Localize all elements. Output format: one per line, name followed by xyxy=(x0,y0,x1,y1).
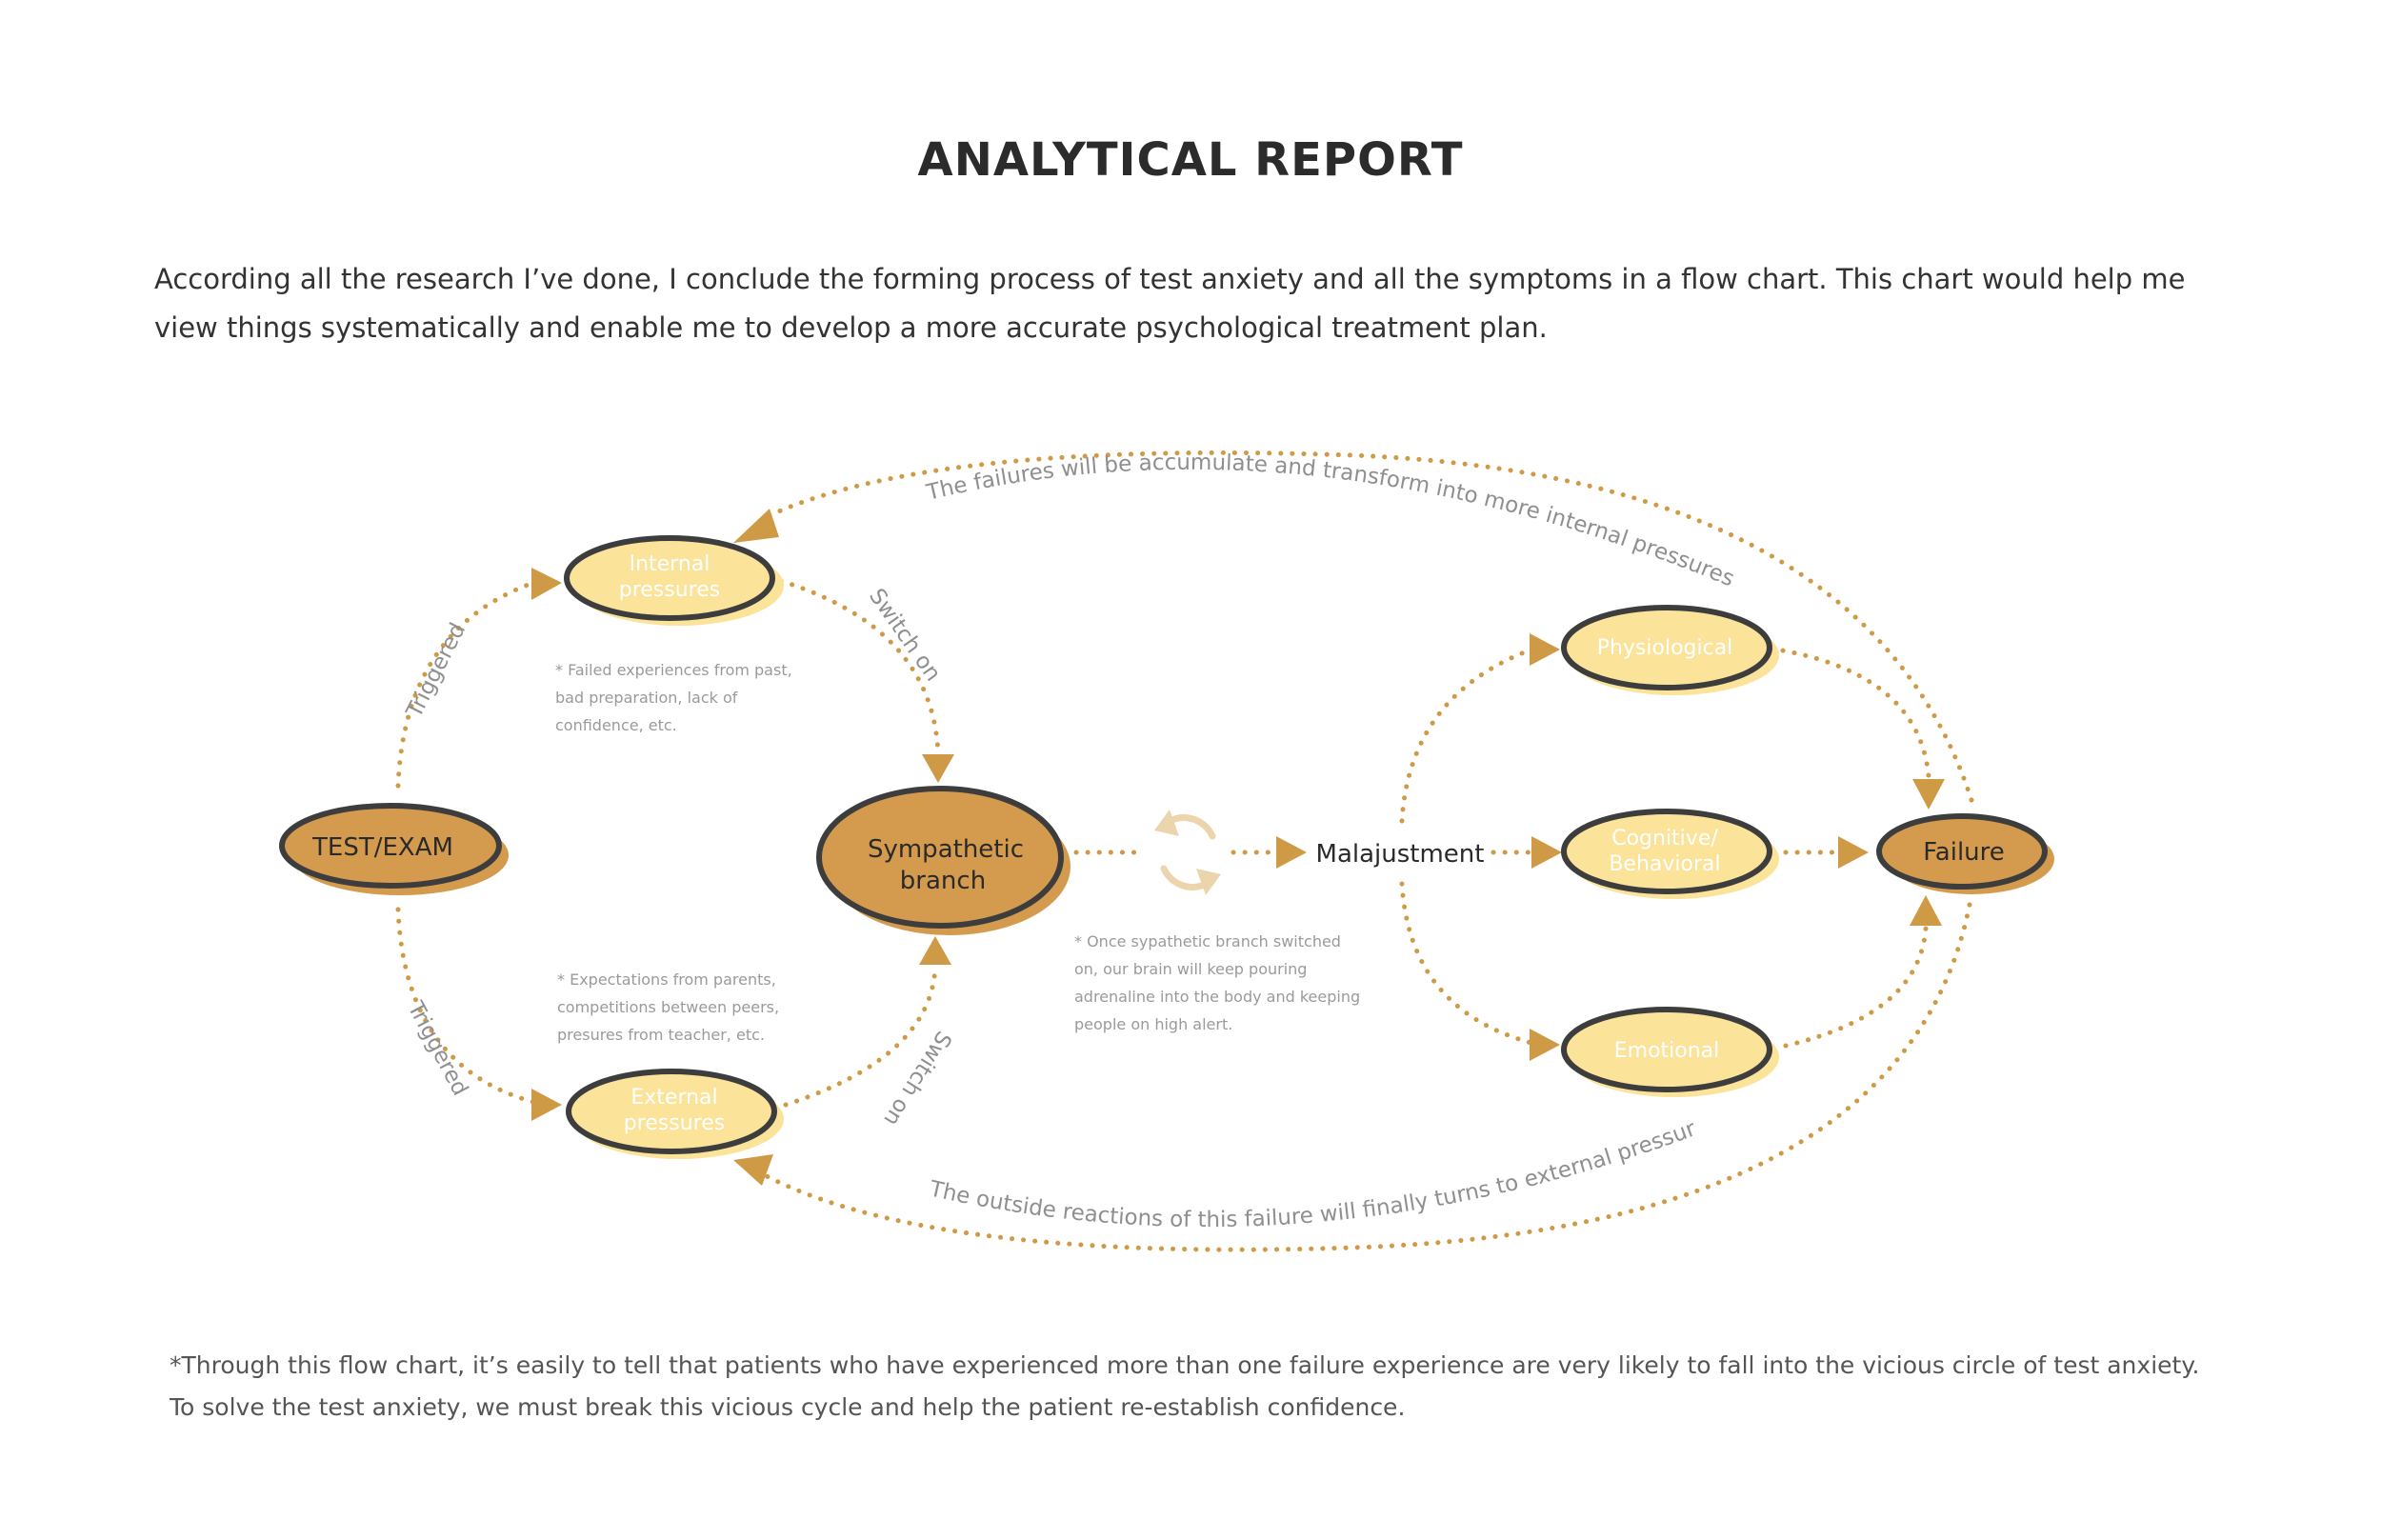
note-external: * Expectations from parents, competition… xyxy=(557,970,779,1044)
arrowhead-sympathetic-bottom xyxy=(919,936,951,965)
note-internal: * Failed experiences from past, bad prep… xyxy=(555,661,792,734)
node-physiological-label: Physiological xyxy=(1597,636,1733,660)
node-test-exam-label: TEST/EXAM xyxy=(311,833,453,862)
node-failure-label: Failure xyxy=(1923,838,2005,867)
arrowhead-emotional xyxy=(1530,1029,1560,1061)
node-sympathetic-label-1: Sympathetic xyxy=(868,835,1024,864)
node-physiological: Physiological xyxy=(1561,605,1779,695)
note-external-line-1: * Expectations from parents, xyxy=(557,970,776,989)
connector-to-emotional xyxy=(1399,881,1534,1046)
label-triggered-top: Triggered xyxy=(402,619,470,723)
label-top-arc: The failures will be accumulate and tran… xyxy=(923,450,1737,592)
footer-note: *Through this flow chart, it’s easily to… xyxy=(170,1351,2200,1421)
node-internal-label-1: Internal xyxy=(630,552,710,576)
note-sympathetic-line-1: * Once sypathetic branch switched xyxy=(1074,932,1341,950)
arrowhead-cognitive xyxy=(1531,836,1562,869)
intro-paragraph: According all the research I’ve done, I … xyxy=(154,263,2186,344)
arrowhead-internal xyxy=(531,568,562,600)
node-cognitive-label-1: Cognitive/ xyxy=(1611,827,1718,850)
label-triggered-bottom: Triggered xyxy=(402,997,472,1100)
note-sympathetic-line-3: adrenaline into the body and keeping xyxy=(1074,988,1360,1006)
arrowhead-malajustment xyxy=(1276,836,1307,869)
label-switch-on-top: Switch on xyxy=(864,585,946,687)
arrowhead-feedback-bottom xyxy=(733,1154,773,1186)
page-title: ANALYTICAL REPORT xyxy=(917,133,1464,187)
node-emotional-label: Emotional xyxy=(1614,1039,1720,1063)
label-bottom-arc-text: The outside reactions of this failure wi… xyxy=(0,0,1699,1232)
note-external-line-3: presures from teacher, etc. xyxy=(557,1026,765,1044)
connector-emotional-to-failure xyxy=(1783,926,1929,1049)
node-cognitive-label-2: Behavioral xyxy=(1609,852,1720,876)
note-internal-line-2: bad preparation, lack of xyxy=(555,689,738,707)
node-external-pressures: External pressures xyxy=(566,1069,784,1159)
connector-internal-to-sympathetic xyxy=(778,578,941,757)
node-sympathetic-branch: Sympathetic branch xyxy=(816,786,1070,935)
arrowhead-failure-top xyxy=(1912,779,1945,810)
note-external-line-2: competitions between peers, xyxy=(557,998,779,1016)
node-external-label-2: pressures xyxy=(624,1111,726,1135)
arrowhead-physiological xyxy=(1530,633,1560,666)
note-sympathetic-line-2: on, our brain will keep pouring xyxy=(1074,960,1307,978)
node-external-label-1: External xyxy=(630,1086,717,1110)
node-emotional: Emotional xyxy=(1561,1007,1779,1097)
node-internal-label-2: pressures xyxy=(619,578,721,602)
arrowhead-sympathetic-top xyxy=(922,754,954,783)
cycle-icon xyxy=(1154,810,1221,895)
label-bottom-arc: The outside reactions of this failure wi… xyxy=(0,0,1699,1232)
note-sympathetic-line-4: people on high alert. xyxy=(1074,1015,1232,1033)
note-internal-line-1: * Failed experiences from past, xyxy=(555,661,792,679)
connector-to-physiological xyxy=(1399,647,1534,824)
arrowhead-feedback-top xyxy=(733,509,779,543)
arrowhead-failure-bottom xyxy=(1910,895,1942,926)
node-malajustment: Malajustment xyxy=(1316,840,1485,869)
arrowhead-failure-middle xyxy=(1838,836,1869,869)
note-internal-line-3: confidence, etc. xyxy=(555,716,677,734)
note-sympathetic: * Once sypathetic branch switched on, ou… xyxy=(1074,932,1360,1033)
node-sympathetic-label-2: branch xyxy=(900,867,986,895)
label-switch-on-bottom: Switch on xyxy=(878,1027,955,1130)
connector-external-to-sympathetic xyxy=(783,964,938,1108)
label-top-arc-text: The failures will be accumulate and tran… xyxy=(923,450,1737,592)
node-internal-pressures: Internal pressures xyxy=(564,535,784,626)
node-failure: Failure xyxy=(1876,813,2054,894)
node-cognitive-behavioral: Cognitive/ Behavioral xyxy=(1561,809,1779,899)
feedback-arc-top xyxy=(759,450,1974,803)
node-test-exam: TEST/EXAM xyxy=(279,803,509,895)
arrowhead-external xyxy=(531,1089,562,1121)
connector-physiological-to-failure xyxy=(1780,648,1931,779)
connector-test-to-internal xyxy=(395,580,536,789)
